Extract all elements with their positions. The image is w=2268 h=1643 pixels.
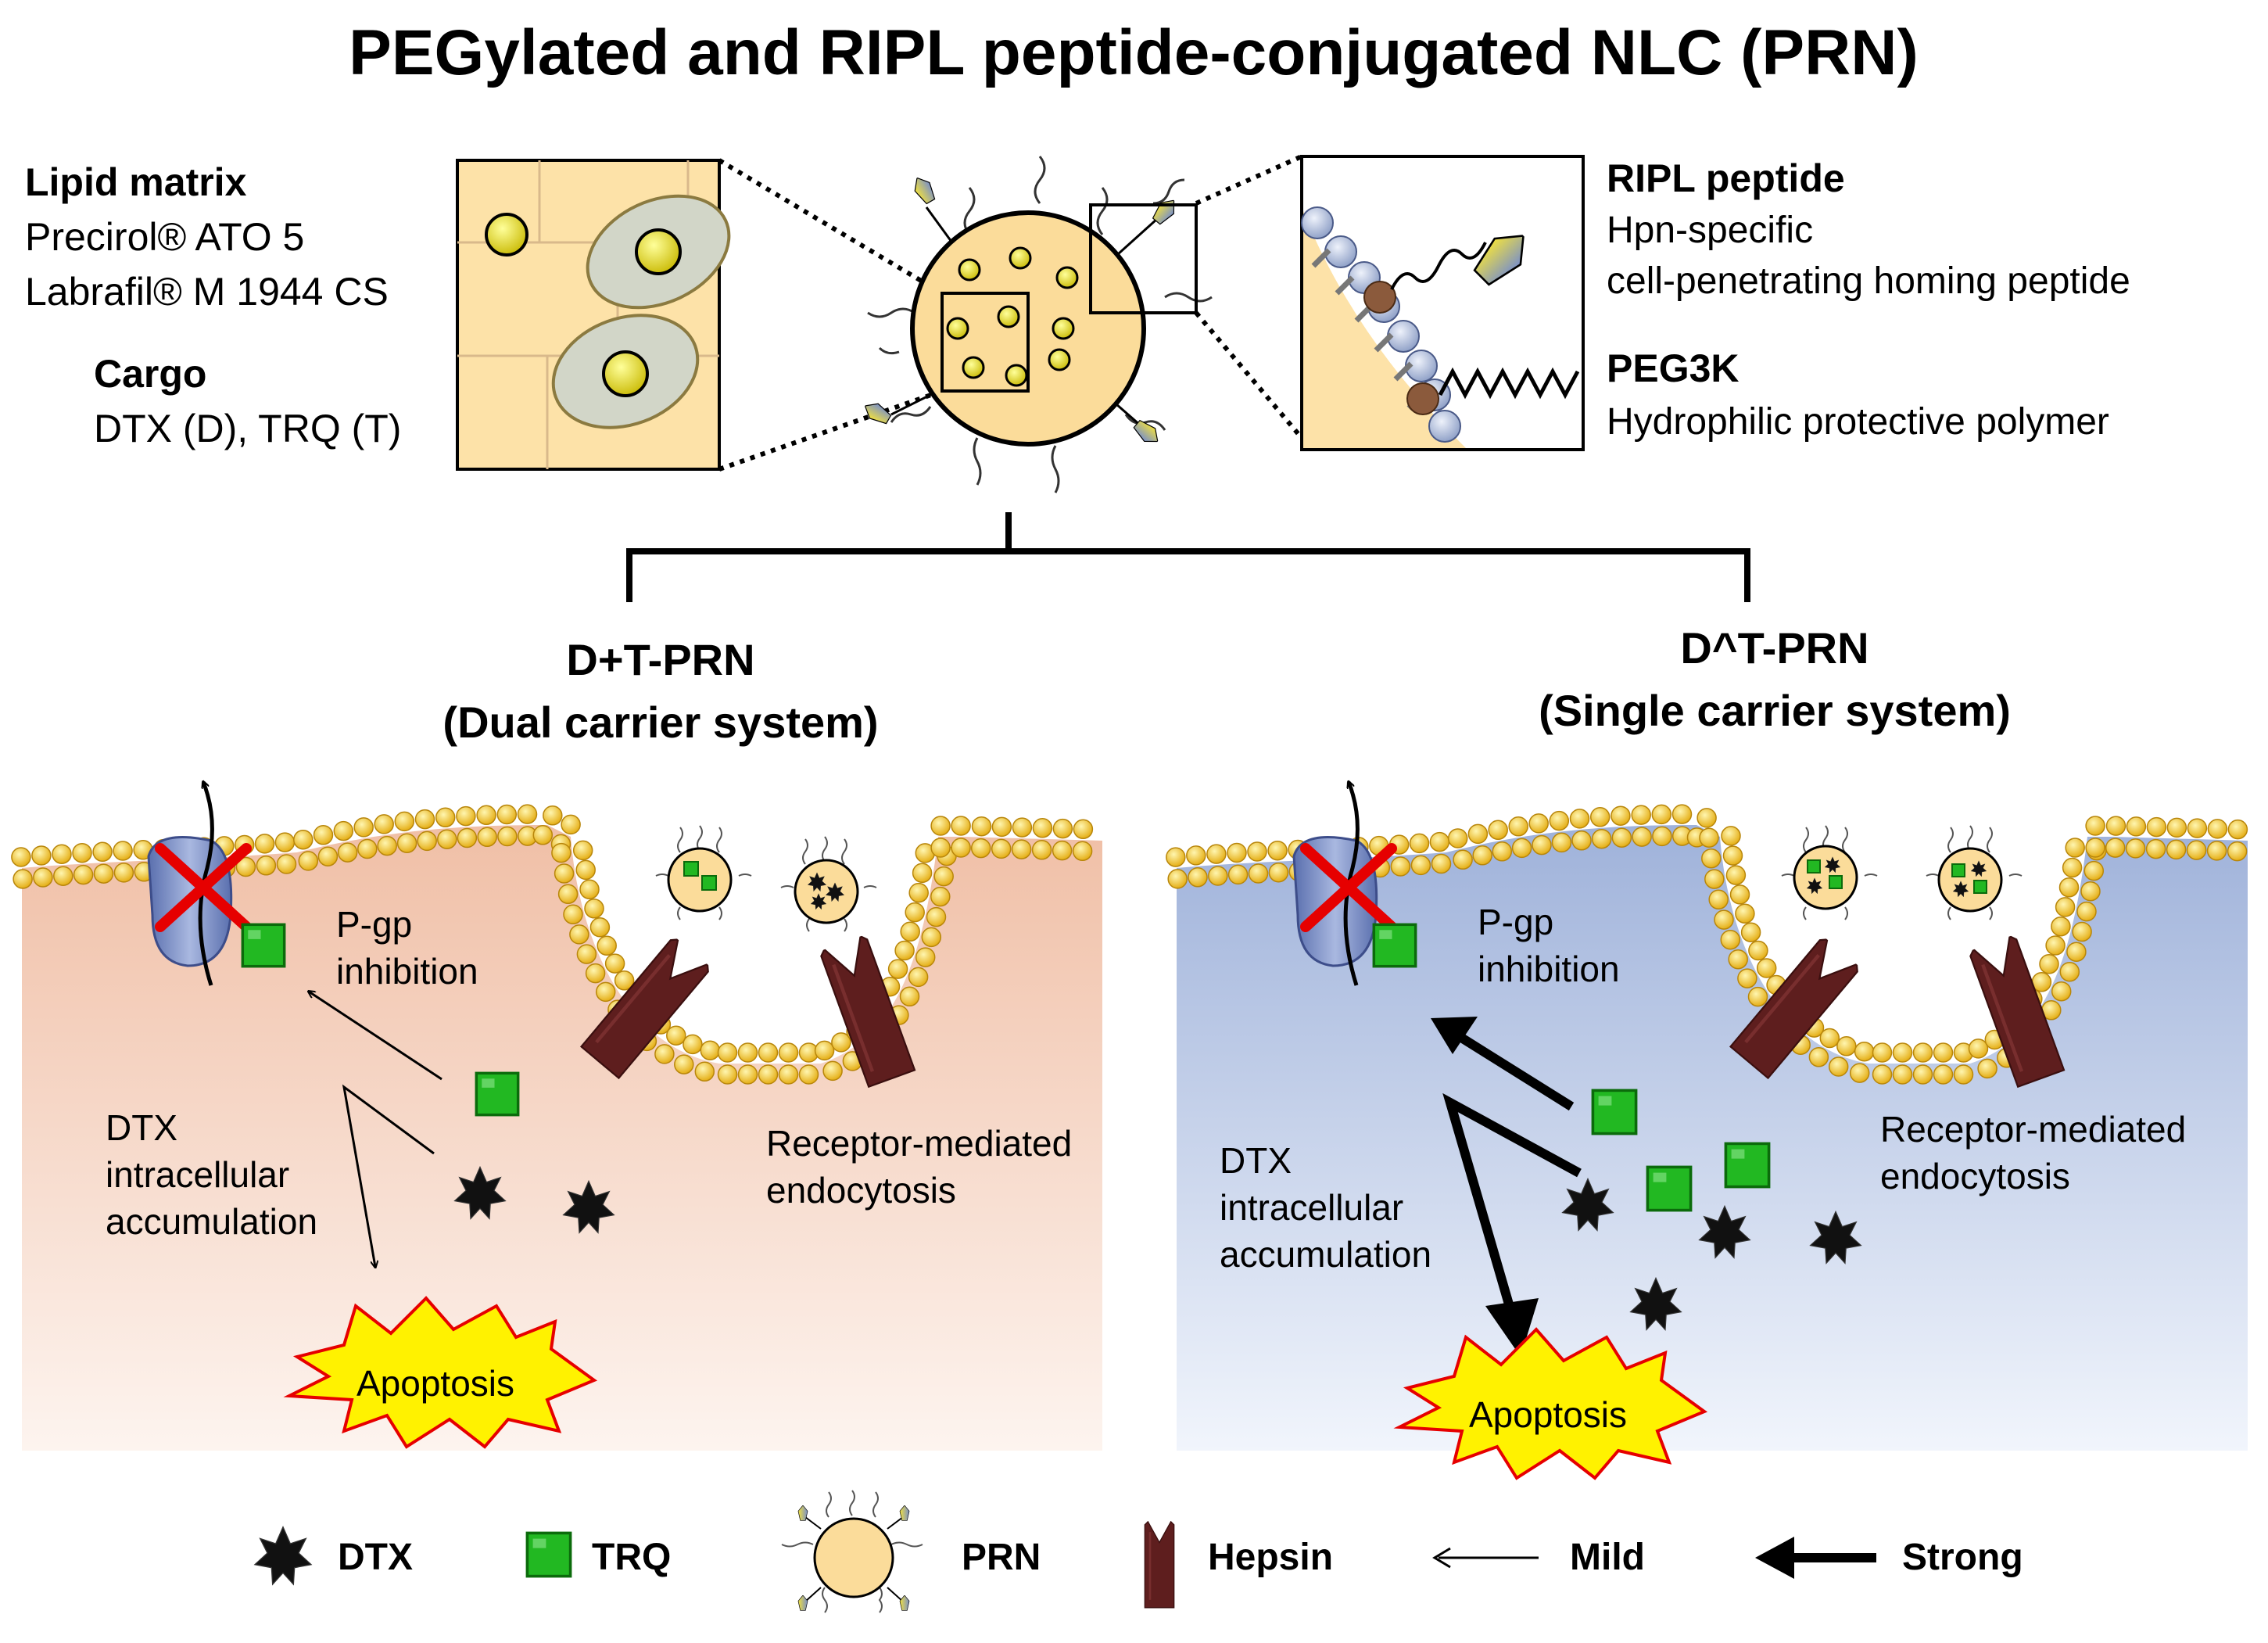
right-pgp-label-1: P-gp <box>1478 902 1553 942</box>
left-pgp-transporter <box>147 782 252 986</box>
left-prn-particle-dtx <box>780 836 877 932</box>
legend-strong-label: Strong <box>1902 1537 2023 1578</box>
legend-dtx-icon <box>254 1526 312 1585</box>
right-pgp-label-2: inhibition <box>1478 949 1620 989</box>
right-panel-title-1: D^T-PRN <box>1680 623 1869 673</box>
left-lipid-beads <box>11 804 1094 1085</box>
branch-bracket <box>626 512 1750 602</box>
left-rme-label-2: endocytosis <box>766 1170 956 1211</box>
peg-line-1: Hydrophilic protective polymer <box>1607 401 2109 443</box>
right-strong-arrows <box>1431 1017 1582 1357</box>
cargo-heading: Cargo <box>94 352 206 396</box>
right-pgp-transporter <box>1292 782 1397 986</box>
left-apoptosis-label: Apoptosis <box>357 1363 514 1404</box>
peg-heading: PEG3K <box>1607 346 1740 390</box>
left-cell-panel: P-gp inhibition DTX intracellular accumu… <box>11 782 1102 1451</box>
right-trq-cube-2 <box>1646 1165 1693 1212</box>
ripl-line-1: Hpn-specific <box>1607 210 1813 251</box>
right-apoptosis-label: Apoptosis <box>1469 1394 1627 1435</box>
surface-info: RIPL peptide Hpn-specific cell-penetrati… <box>1607 156 2130 443</box>
legend-trq-icon <box>525 1531 572 1578</box>
surface-zoom-box <box>1300 155 1585 451</box>
lipid-matrix-info: Lipid matrix Precirol® ATO 5 Labrafil® M… <box>25 160 401 450</box>
left-trq-cube-pgp <box>241 923 286 968</box>
left-trq-cube-1 <box>475 1071 520 1117</box>
right-trq-cube-3 <box>1724 1142 1771 1189</box>
legend-trq-label: TRQ <box>592 1537 671 1578</box>
legend-dtx-label: DTX <box>338 1537 413 1578</box>
left-dtx-label-2: intracellular <box>106 1154 289 1195</box>
left-prn-particle-trq <box>655 825 752 920</box>
ripl-line-2: cell-penetrating homing peptide <box>1607 260 2130 302</box>
ripl-heading: RIPL peptide <box>1607 156 1845 200</box>
legend-strong-arrow <box>1755 1537 1876 1579</box>
left-apoptosis-burst: Apoptosis <box>283 1296 598 1449</box>
legend-prn-icon <box>781 1490 923 1613</box>
legend-prn-label: PRN <box>962 1537 1041 1578</box>
left-panel-title-2: (Dual carrier system) <box>442 698 878 747</box>
right-trq-cube-1 <box>1591 1089 1638 1135</box>
left-pgp-label-1: P-gp <box>336 904 412 945</box>
lipid-component-1: Precirol® ATO 5 <box>25 215 304 259</box>
legend-mild-arrow <box>1432 1547 1539 1569</box>
left-pgp-label-2: inhibition <box>336 951 478 992</box>
figure-title: PEGylated and RIPL peptide-conjugated NL… <box>349 17 1919 88</box>
right-lipid-beads <box>1166 804 2248 1085</box>
lipid-matrix-heading: Lipid matrix <box>25 160 247 204</box>
legend-hepsin-icon <box>1144 1521 1175 1609</box>
legend-mild-label: Mild <box>1570 1537 1645 1578</box>
right-trq-cube-pgp <box>1372 923 1417 968</box>
legend-hepsin-label: Hepsin <box>1208 1537 1333 1578</box>
right-dtx-label-1: DTX <box>1220 1140 1292 1181</box>
left-cell-body <box>22 825 1102 1451</box>
right-cell-panel: P-gp inhibition DTX intracellular accumu… <box>1166 782 2248 1480</box>
right-cell-body <box>1177 825 2248 1451</box>
right-prn-particle-dual-2 <box>1926 825 2023 920</box>
cargo-items: DTX (D), TRQ (T) <box>94 407 401 450</box>
left-dtx-label-1: DTX <box>106 1107 177 1148</box>
left-dtx-label-3: accumulation <box>106 1201 317 1242</box>
right-dtx-label-3: accumulation <box>1220 1234 1431 1275</box>
legend: DTX TRQ PRN Hepsin Mild <box>254 1490 2023 1613</box>
right-rme-label-2: endocytosis <box>1880 1156 2070 1196</box>
right-dtx-label-2: intracellular <box>1220 1187 1403 1228</box>
right-apoptosis-burst: Apoptosis <box>1393 1327 1708 1480</box>
right-prn-particle-dual-1 <box>1781 825 1878 920</box>
zoom-connector-lines <box>718 154 1304 472</box>
right-rme-label-1: Receptor-mediated <box>1880 1109 2186 1150</box>
lipid-component-2: Labrafil® M 1944 CS <box>25 270 389 314</box>
prn-nanoparticle <box>860 156 1213 493</box>
right-panel-title-2: (Single carrier system) <box>1539 686 2011 735</box>
lipid-matrix-zoom-box <box>456 159 731 471</box>
left-mild-arrows <box>309 992 442 1267</box>
left-rme-label-1: Receptor-mediated <box>766 1123 1072 1164</box>
left-panel-title-1: D+T-PRN <box>566 635 754 684</box>
